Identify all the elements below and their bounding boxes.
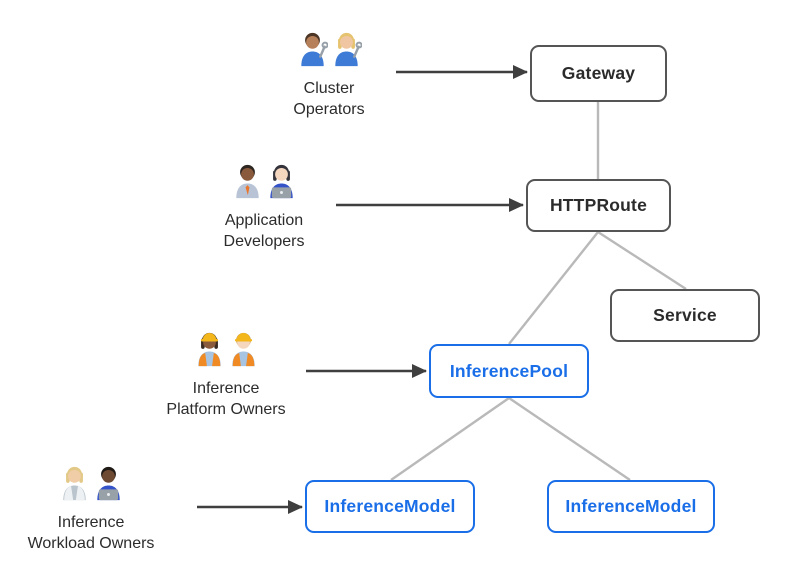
node-label: InferenceModel xyxy=(565,496,697,516)
persona-inference-workload-owners: Inference Workload Owners xyxy=(0,466,211,554)
persona-inference-platform-owners: Inference Platform Owners xyxy=(106,332,346,420)
woman-construction-worker-icon xyxy=(194,329,225,372)
node-inferencemodel-1: InferenceModel xyxy=(305,480,475,533)
persona-label: Application Developers xyxy=(223,212,305,250)
man-office-worker-icon xyxy=(232,161,263,204)
health-worker-icon xyxy=(59,463,90,506)
edge-httproute-service xyxy=(597,230,687,291)
persona-emoji-pair xyxy=(232,164,297,204)
man-construction-worker-icon xyxy=(228,329,259,372)
persona-label: Inference Platform Owners xyxy=(166,380,286,418)
man-technologist-icon xyxy=(93,463,124,506)
node-inferencemodel-2: InferenceModel xyxy=(547,480,715,533)
node-label: InferenceModel xyxy=(324,496,456,516)
persona-label: Cluster Operators xyxy=(293,80,365,118)
node-label: Service xyxy=(653,305,717,325)
persona-emoji-pair xyxy=(297,32,363,72)
persona-emoji-pair xyxy=(194,332,259,372)
node-label: Gateway xyxy=(561,63,636,83)
node-label: HTTPRoute xyxy=(549,195,648,215)
persona-emoji-pair xyxy=(59,466,124,506)
persona-cluster-operators: Cluster Operators xyxy=(209,32,449,120)
node-service: Service xyxy=(610,289,760,342)
node-label: InferencePool xyxy=(449,360,569,381)
edge-inferencepool-inferencemodel-1 xyxy=(390,397,510,481)
edge-inferencepool-inferencemodel-2 xyxy=(508,397,631,481)
man-mechanic-icon xyxy=(297,29,329,72)
node-httproute: HTTPRoute xyxy=(526,179,671,232)
woman-mechanic-icon xyxy=(331,29,363,72)
persona-application-developers: Application Developers xyxy=(144,164,384,252)
node-gateway: Gateway xyxy=(530,45,667,102)
persona-label: Inference Workload Owners xyxy=(27,514,155,552)
node-inferencepool: InferencePool xyxy=(429,344,589,398)
edge-httproute-inferencepool xyxy=(508,231,599,345)
woman-technologist-icon xyxy=(266,161,297,204)
